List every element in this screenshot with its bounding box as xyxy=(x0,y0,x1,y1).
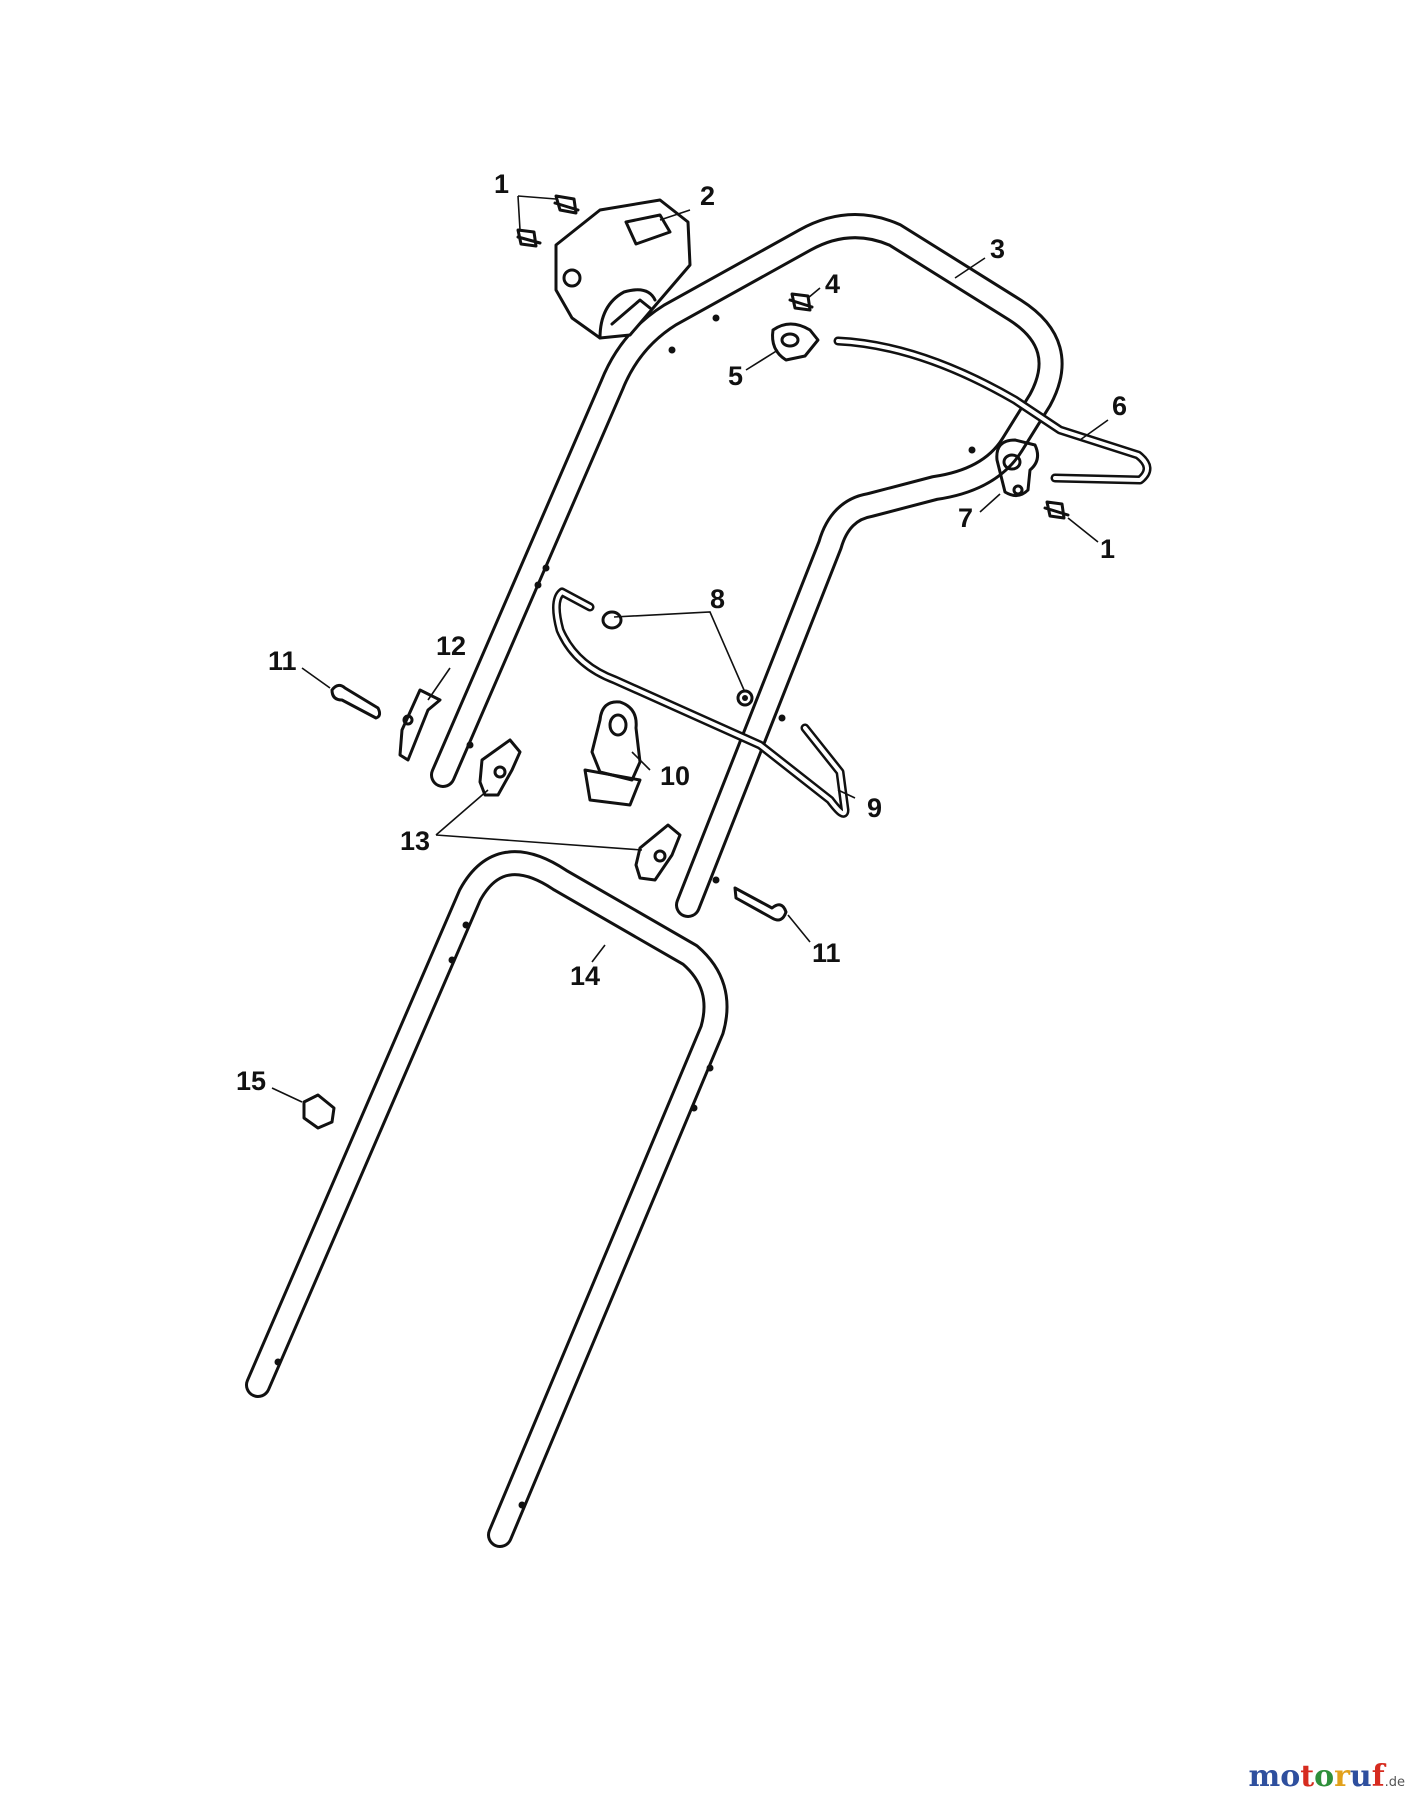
motoruf-logo: motoruf.de xyxy=(1248,1759,1405,1794)
part-4-screw xyxy=(788,292,814,312)
logo-letter: f xyxy=(1371,1759,1385,1794)
callout-1-right: 1 xyxy=(1100,534,1115,564)
callout-14: 14 xyxy=(570,961,600,991)
logo-letter: m xyxy=(1248,1759,1281,1794)
part-7-clamp xyxy=(995,438,1040,497)
callout-8: 8 xyxy=(710,584,725,614)
callout-5: 5 xyxy=(728,361,743,391)
part-11-bolt-left xyxy=(330,683,382,720)
callout-2: 2 xyxy=(700,181,715,211)
part-13-wing-nut-1 xyxy=(478,738,522,797)
part-11-bolt-right xyxy=(733,886,788,922)
callout-1-top: 1 xyxy=(494,169,509,199)
callout-11-left: 11 xyxy=(268,646,297,676)
callout-9: 9 xyxy=(867,793,882,823)
part-1-screw-right xyxy=(1043,500,1070,520)
leader-lines xyxy=(271,195,1109,1103)
logo-suffix: .de xyxy=(1384,1775,1405,1790)
part-14-lower-handle xyxy=(245,850,729,1548)
part-5-clip xyxy=(771,322,820,362)
logo-letter: u xyxy=(1349,1759,1372,1794)
logo-letter: o xyxy=(1314,1759,1335,1794)
logo-letter: o xyxy=(1280,1759,1301,1794)
part-1-screws-top xyxy=(516,194,580,248)
callout-4: 4 xyxy=(825,269,840,299)
part-10-cable-clip xyxy=(583,700,642,807)
part-15-cap xyxy=(302,1093,336,1130)
callout-10: 10 xyxy=(660,761,690,791)
callout-11-right: 11 xyxy=(812,938,841,968)
callout-3: 3 xyxy=(990,234,1005,264)
callout-15: 15 xyxy=(236,1066,266,1096)
logo-letter: t xyxy=(1300,1759,1315,1794)
callout-13: 13 xyxy=(400,826,430,856)
logo-letter: r xyxy=(1334,1759,1350,1794)
callout-12: 12 xyxy=(436,631,466,661)
callout-6: 6 xyxy=(1112,391,1127,421)
part-8-ring-nut xyxy=(601,610,754,707)
callout-labels: 1 2 3 4 5 6 7 1 8 9 10 11 11 12 13 14 15 xyxy=(236,169,1127,1096)
part-9-wire-rod xyxy=(552,587,850,818)
part-13-wing-nut-2 xyxy=(634,823,682,882)
part-2-cable-box xyxy=(554,198,692,340)
part-3-upper-handle xyxy=(430,213,1064,918)
part-12-bracket xyxy=(398,688,442,762)
callout-7: 7 xyxy=(958,503,973,533)
logo-wordmark: motoruf xyxy=(1248,1759,1384,1794)
part-6-cable xyxy=(833,336,1152,485)
